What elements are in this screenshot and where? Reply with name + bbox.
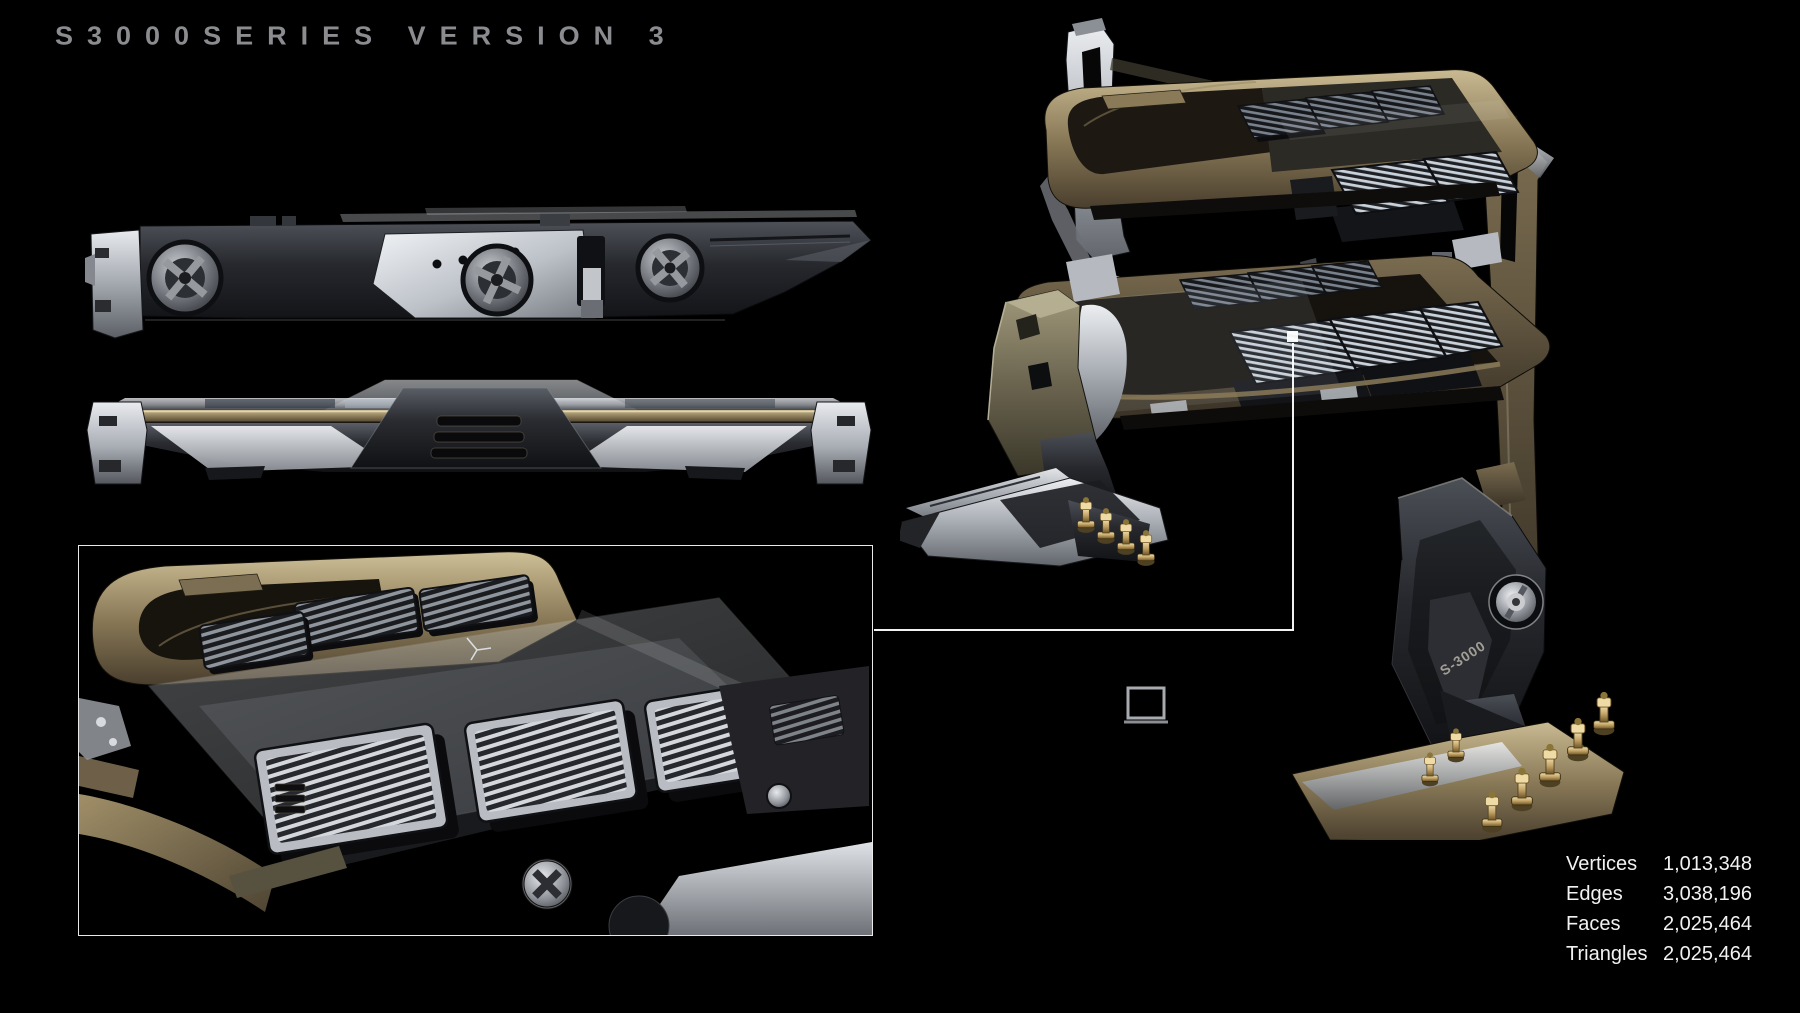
front-view-render xyxy=(85,372,873,490)
front-view-hump xyxy=(350,387,602,469)
fan-hub-left xyxy=(146,239,224,317)
side-view-left-bracket xyxy=(85,229,144,339)
rear-leg: S-3000 xyxy=(1391,462,1547,751)
mesh-stats-table: Vertices 1,013,348 Edges 3,038,196 Faces… xyxy=(1566,853,1752,965)
detail-inset-svg xyxy=(79,546,872,935)
page-title: S3000SERIES VERSION 3 xyxy=(55,21,678,51)
front-foot xyxy=(898,468,1169,567)
callout-line-vertical xyxy=(1292,343,1294,630)
stat-label: Faces xyxy=(1566,913,1621,935)
stat-value: 2,025,464 xyxy=(1663,943,1752,965)
front-view-svg xyxy=(86,379,872,485)
rear-hub xyxy=(1488,574,1544,630)
fan-hub-right xyxy=(635,233,705,303)
stat-value: 1,013,348 xyxy=(1663,853,1752,875)
inset-right-modules xyxy=(608,666,872,935)
stat-label: Vertices xyxy=(1566,853,1638,875)
rear-foot xyxy=(1124,686,1625,843)
perspective-render: S-3000 xyxy=(898,10,1650,843)
left-drop-strut xyxy=(1040,176,1092,268)
callout-line-horizontal xyxy=(874,629,1294,631)
perspective-svg: S-3000 xyxy=(898,18,1625,843)
side-view-svg xyxy=(85,206,872,339)
side-view-render xyxy=(85,200,873,342)
stat-value: 3,038,196 xyxy=(1663,883,1752,905)
stat-label: Triangles xyxy=(1566,943,1648,965)
stat-value: 2,025,464 xyxy=(1663,913,1752,935)
fan-hub-center xyxy=(460,243,534,317)
upper-shelf xyxy=(1044,69,1538,242)
stat-label: Edges xyxy=(1566,883,1623,905)
front-view-end-brackets xyxy=(86,401,872,485)
callout-marker xyxy=(1287,331,1298,342)
lower-shelf xyxy=(1016,255,1551,430)
inset-frame-rails xyxy=(79,698,347,912)
inset-corner-screw xyxy=(521,858,573,910)
inset-back-fin-panels xyxy=(198,574,538,675)
detail-inset xyxy=(78,545,873,936)
